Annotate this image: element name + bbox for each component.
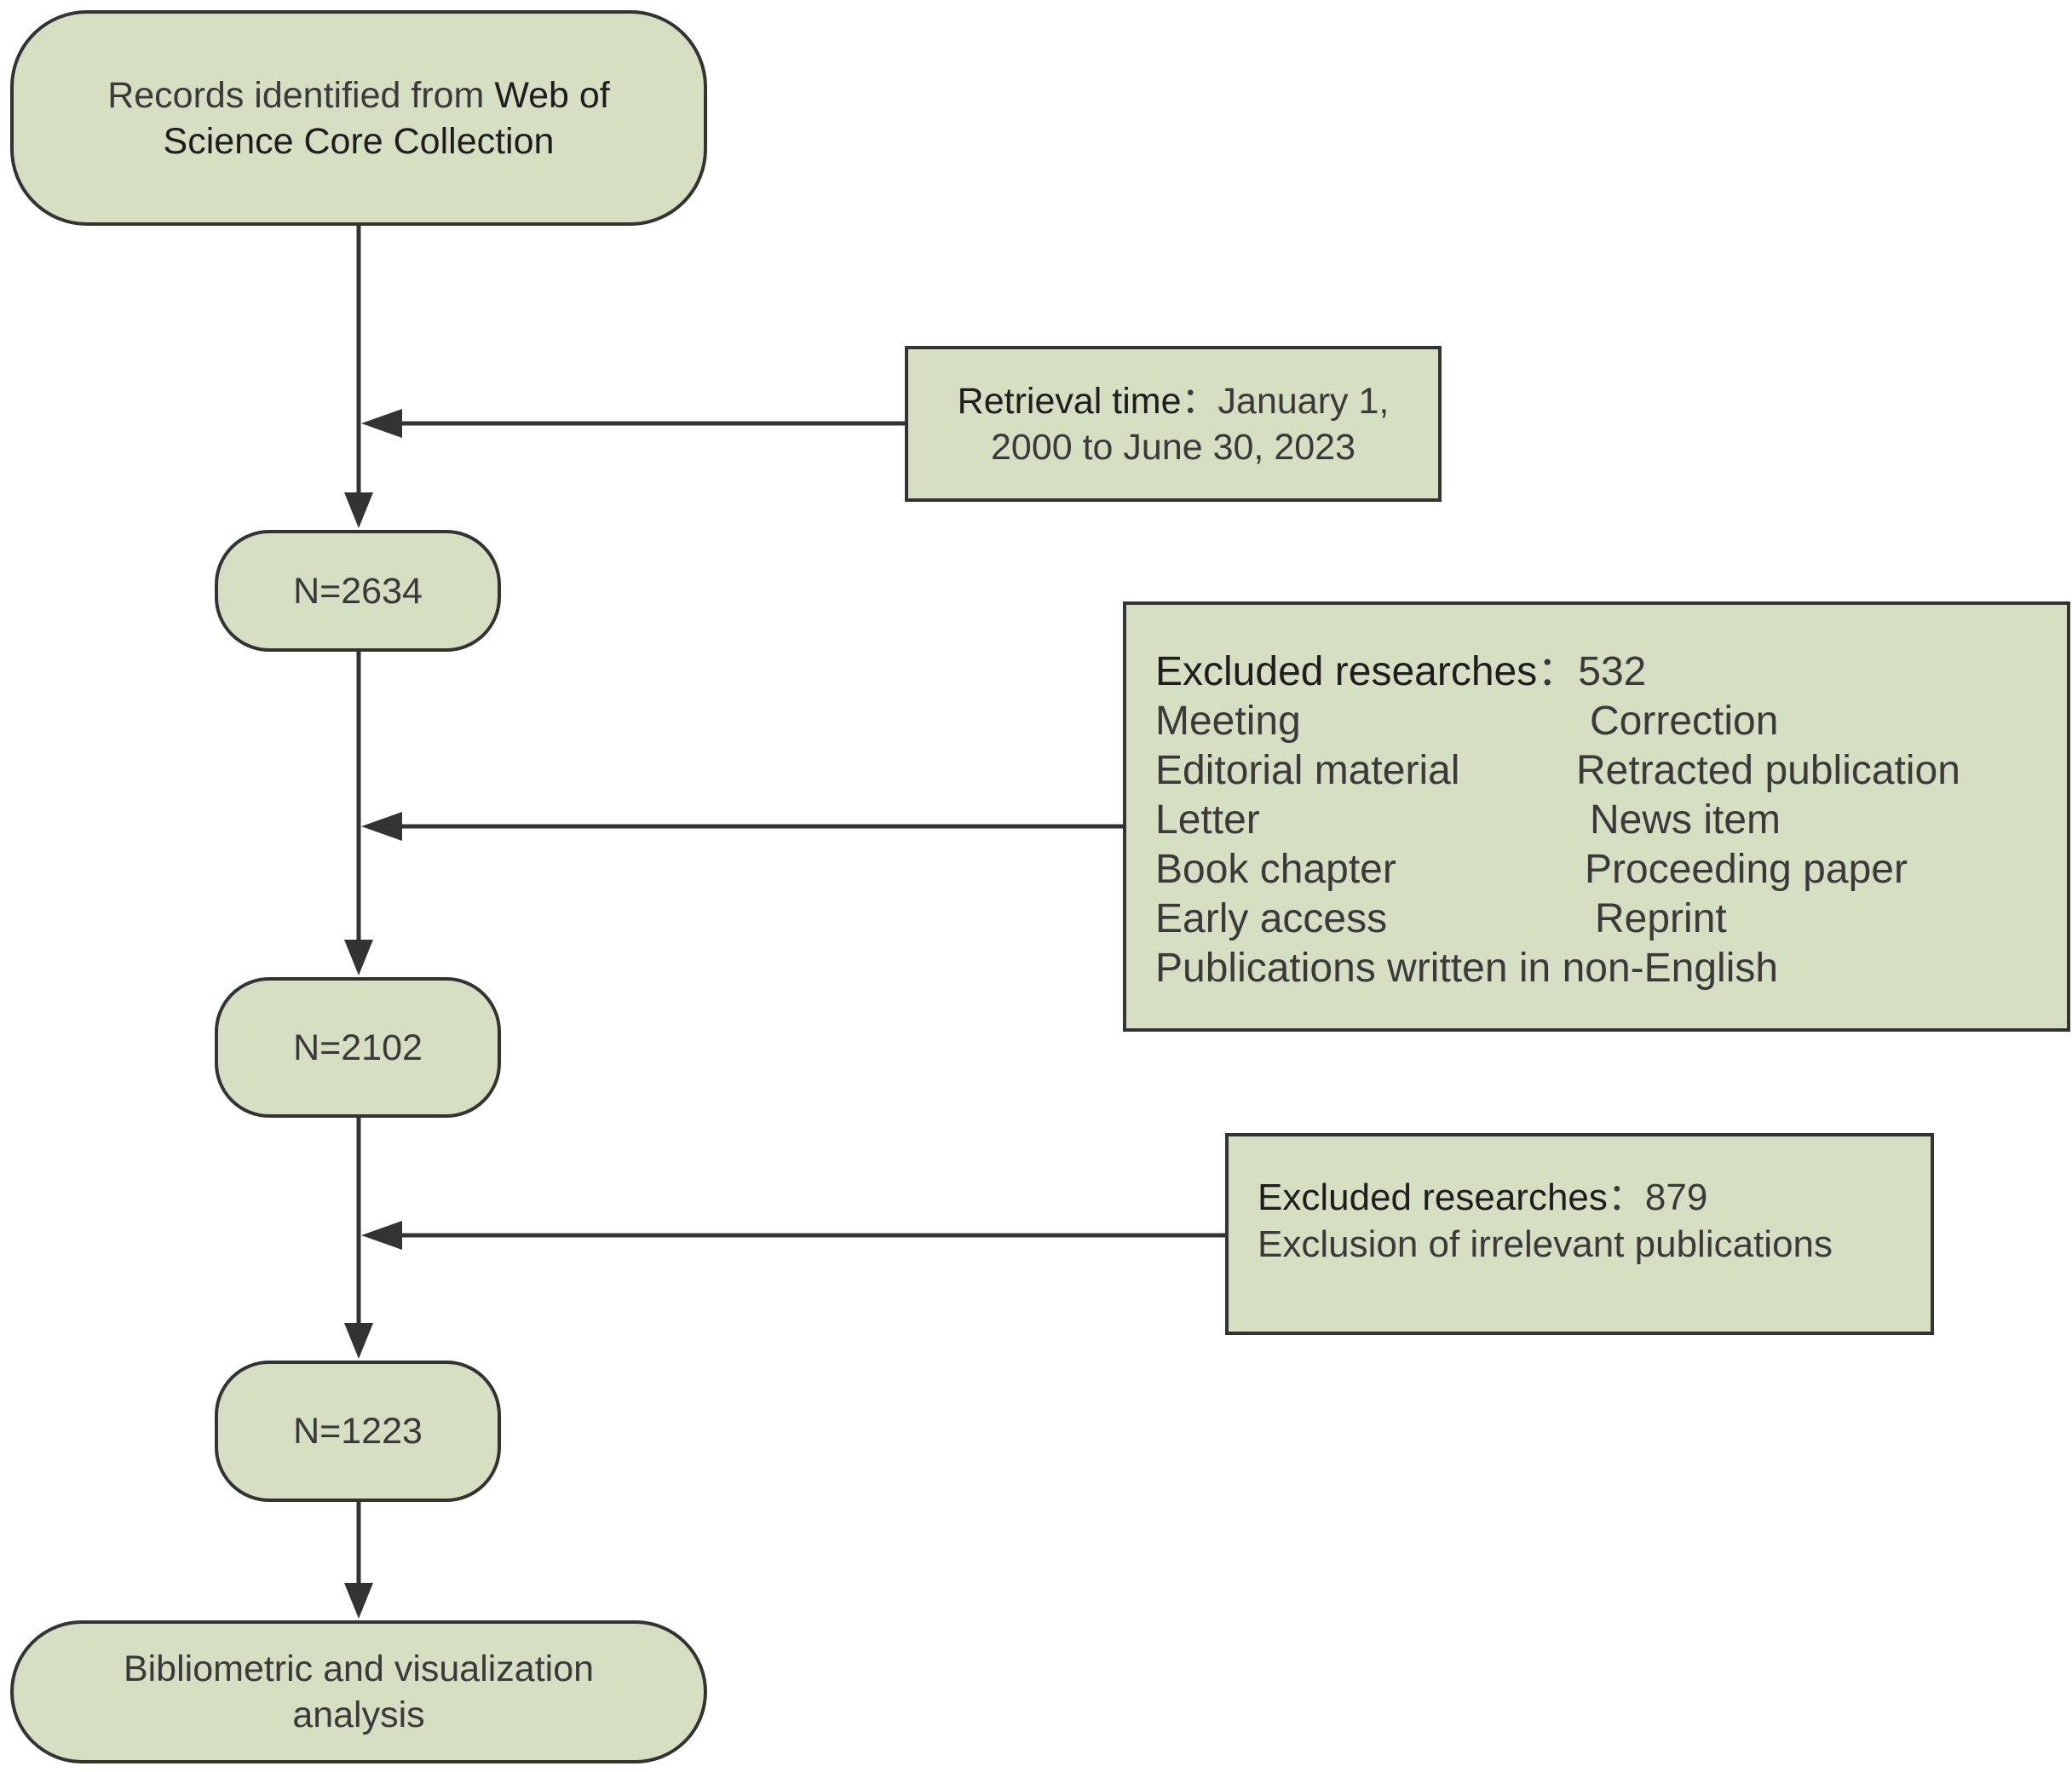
count-1223: N=1223: [293, 1411, 423, 1452]
count-node-2102: N=2102: [215, 977, 501, 1118]
list-item: Reprint: [1595, 896, 1727, 941]
exclusion1-label: Excluded researches: [1155, 649, 1538, 694]
down-arrowhead-4: [344, 1583, 373, 1619]
exclusion1-separator: ：: [1537, 649, 1579, 694]
exclusion2-reason: Exclusion of irrelevant publications: [1258, 1223, 1833, 1265]
exclusion2-label: Excluded researches: [1258, 1177, 1608, 1218]
exclusion1-last: Publications written in non-English: [1155, 946, 1779, 991]
count-node-1223: N=1223: [215, 1361, 501, 1502]
records-source: Web of: [494, 74, 610, 116]
exclusion1-count: 532: [1578, 649, 1647, 694]
count-2634: N=2634: [293, 570, 423, 612]
down-arrowhead-1: [344, 492, 373, 528]
list-item: Retracted publication: [1576, 748, 1960, 793]
records-identified-node: Records identified from Web of Science C…: [10, 10, 707, 226]
records-source-line2: Science Core Collection: [163, 120, 555, 162]
exclusion1-list: Meeting Correction Editorial material Re…: [1155, 697, 2067, 944]
exclusion2-separator: ：: [1607, 1177, 1645, 1218]
final-line1: Bibliometric and visualization: [123, 1648, 595, 1689]
list-item: Meeting: [1155, 699, 1301, 744]
final-analysis-node: Bibliometric and visualization analysis: [10, 1620, 707, 1763]
list-item: Early access: [1155, 896, 1388, 941]
retrieval-separator: ：: [1181, 380, 1218, 422]
retrieval-value-line2: 2000 to June 30, 2023: [991, 426, 1355, 468]
exclusion-box-2: Excluded researches：879 Exclusion of irr…: [1225, 1133, 1934, 1335]
count-node-2634: N=2634: [215, 530, 501, 652]
left-arrowhead-3: [361, 1221, 402, 1250]
list-item: News item: [1590, 797, 1781, 843]
list-item: Proceeding paper: [1585, 847, 1908, 892]
final-line2: analysis: [292, 1694, 425, 1735]
exclusion-box-1: Excluded researches：532 Meeting Correcti…: [1123, 601, 2070, 1032]
list-item: Correction: [1590, 699, 1779, 744]
down-arrowhead-3: [344, 1323, 373, 1359]
retrieval-label: Retrieval time: [957, 380, 1182, 422]
exclusion2-count: 879: [1644, 1177, 1708, 1218]
list-item: Book chapter: [1155, 847, 1396, 892]
retrieval-time-box: Retrieval time：January 1, 2000 to June 3…: [905, 346, 1442, 502]
left-arrowhead-2: [361, 812, 402, 841]
list-item: Letter: [1155, 797, 1260, 843]
count-2102: N=2102: [293, 1027, 423, 1068]
left-arrowhead-1: [361, 409, 402, 438]
down-arrowhead-2: [344, 940, 373, 975]
retrieval-value: January 1,: [1217, 380, 1390, 422]
records-prefix: Records identified from: [107, 74, 495, 116]
list-item: Editorial material: [1155, 748, 1460, 793]
